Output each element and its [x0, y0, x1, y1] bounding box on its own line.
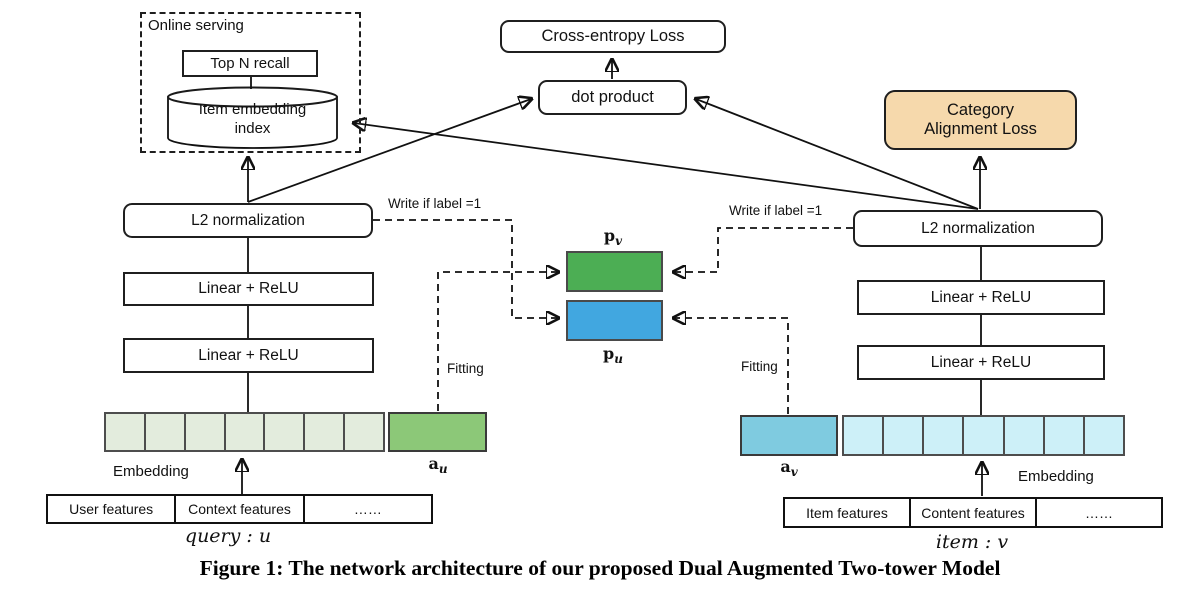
fitting-label-left: Fitting: [447, 361, 484, 376]
user-l2-normalization-box: L2 normalization: [123, 203, 373, 238]
user-features-table: User features Context features ……: [46, 494, 433, 524]
item-linear-relu-2-box: Linear + ReLU: [857, 345, 1105, 380]
pu-label: pu: [603, 344, 623, 367]
user-embedding-label: Embedding: [113, 463, 189, 480]
embedding-cell: [1084, 417, 1123, 454]
figure-caption: Figure 1: The network architecture of ou…: [199, 556, 1001, 580]
item-embedding-label: Embedding: [1018, 468, 1094, 485]
embedding-cell: [345, 414, 384, 450]
embedding-cell: [185, 414, 226, 450]
embedding-cell: [964, 417, 1005, 454]
pu-vector-box: [566, 300, 663, 341]
embedding-cell: [145, 414, 186, 450]
embedding-cell: [1004, 417, 1045, 454]
augmented-vector-av-box: [740, 415, 838, 456]
embedding-cell: [305, 414, 346, 450]
category-alignment-loss-box: Category Alignment Loss: [884, 90, 1077, 150]
pv-label: pv: [603, 226, 623, 249]
feature-cell: User features: [48, 496, 177, 522]
item-embedding-index-label: Item embedding index: [198, 101, 307, 137]
dashed-fitting-au-to-pv: [437, 272, 558, 411]
dashed-write-user-to-pu: [373, 219, 558, 318]
embedding-cell: [884, 417, 925, 454]
av-label: av: [780, 457, 798, 480]
embedding-cell: [265, 414, 306, 450]
cross-entropy-loss-box: Cross-entropy Loss: [500, 20, 726, 53]
top-n-recall-box: Top N recall: [182, 50, 318, 77]
user-linear-relu-1-box: Linear + ReLU: [123, 272, 374, 306]
item-l2-normalization-box: L2 normalization: [853, 210, 1103, 247]
pv-vector-box: [566, 251, 663, 292]
augmented-vector-au-box: [388, 412, 487, 452]
au-label: au: [428, 454, 448, 477]
dot-product-box: dot product: [538, 80, 687, 115]
feature-cell: Content features: [911, 499, 1037, 526]
embedding-cell: [225, 414, 266, 450]
item-input-label: item : v: [935, 531, 1009, 553]
item-linear-relu-1-box: Linear + ReLU: [857, 280, 1105, 315]
embedding-cell: [924, 417, 965, 454]
embedding-cell: [106, 414, 146, 450]
feature-cell: ……: [353, 501, 382, 517]
feature-cell: ……: [1085, 504, 1113, 521]
item-features-table: Item features Content features ……: [783, 497, 1163, 528]
user-linear-relu-2-box: Linear + ReLU: [123, 338, 374, 373]
write-if-label-right: Write if label =1: [729, 203, 823, 218]
write-if-label-left: Write if label =1: [388, 196, 482, 211]
online-serving-frame: [140, 12, 361, 153]
query-input-label: query : u: [184, 525, 272, 547]
embedding-cell: [844, 417, 885, 454]
user-embedding-strip: [104, 412, 385, 452]
feature-cell: Item features: [785, 499, 911, 526]
feature-cell: Context features: [176, 496, 305, 522]
item-embedding-strip: [842, 415, 1125, 456]
online-serving-title: Online serving: [148, 17, 244, 34]
fitting-label-right: Fitting: [741, 359, 778, 374]
embedding-cell: [1044, 417, 1085, 454]
dashed-write-item-to-pv: [674, 227, 853, 272]
